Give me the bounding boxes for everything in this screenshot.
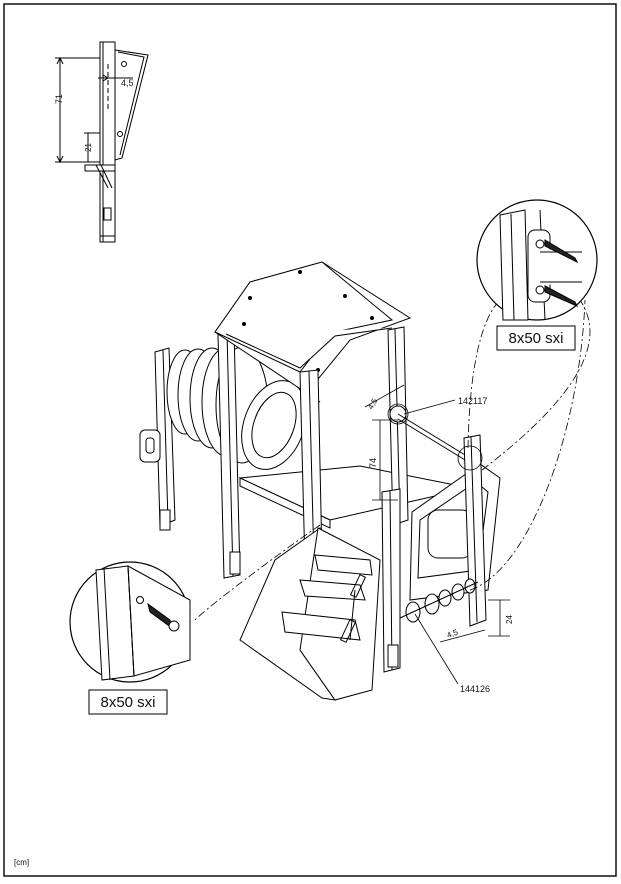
dim-detail-offset: 4,5	[121, 78, 134, 88]
screw-label-box-bottom	[88, 689, 168, 715]
fitting-row	[399, 578, 479, 623]
drawing-frame	[3, 3, 617, 877]
side-detail-view	[55, 41, 149, 243]
screw-label-bottom: 8x50 sxi	[100, 694, 155, 711]
dim-post-offset: 4,5	[366, 396, 380, 411]
dim-stair-offset: 4,5	[446, 627, 460, 639]
dim-detail-height: 71	[54, 94, 64, 104]
screw-label-box-top	[496, 325, 576, 351]
part-number-upper: 142117	[458, 396, 487, 406]
dim-stair-height: 24	[505, 615, 514, 624]
play-tower	[139, 261, 501, 701]
unit-label: [cm]	[14, 858, 30, 867]
roof-arch	[214, 261, 412, 403]
detail-magnifier-top	[476, 199, 598, 351]
dim-post-height: 74	[368, 458, 378, 468]
stair-unit	[239, 527, 381, 701]
part-number-lower: 144126	[460, 684, 490, 694]
dim-detail-small: 21	[84, 143, 93, 152]
detail-magnifier-bottom	[69, 561, 191, 715]
screw-label-top: 8x50 sxi	[508, 330, 563, 347]
